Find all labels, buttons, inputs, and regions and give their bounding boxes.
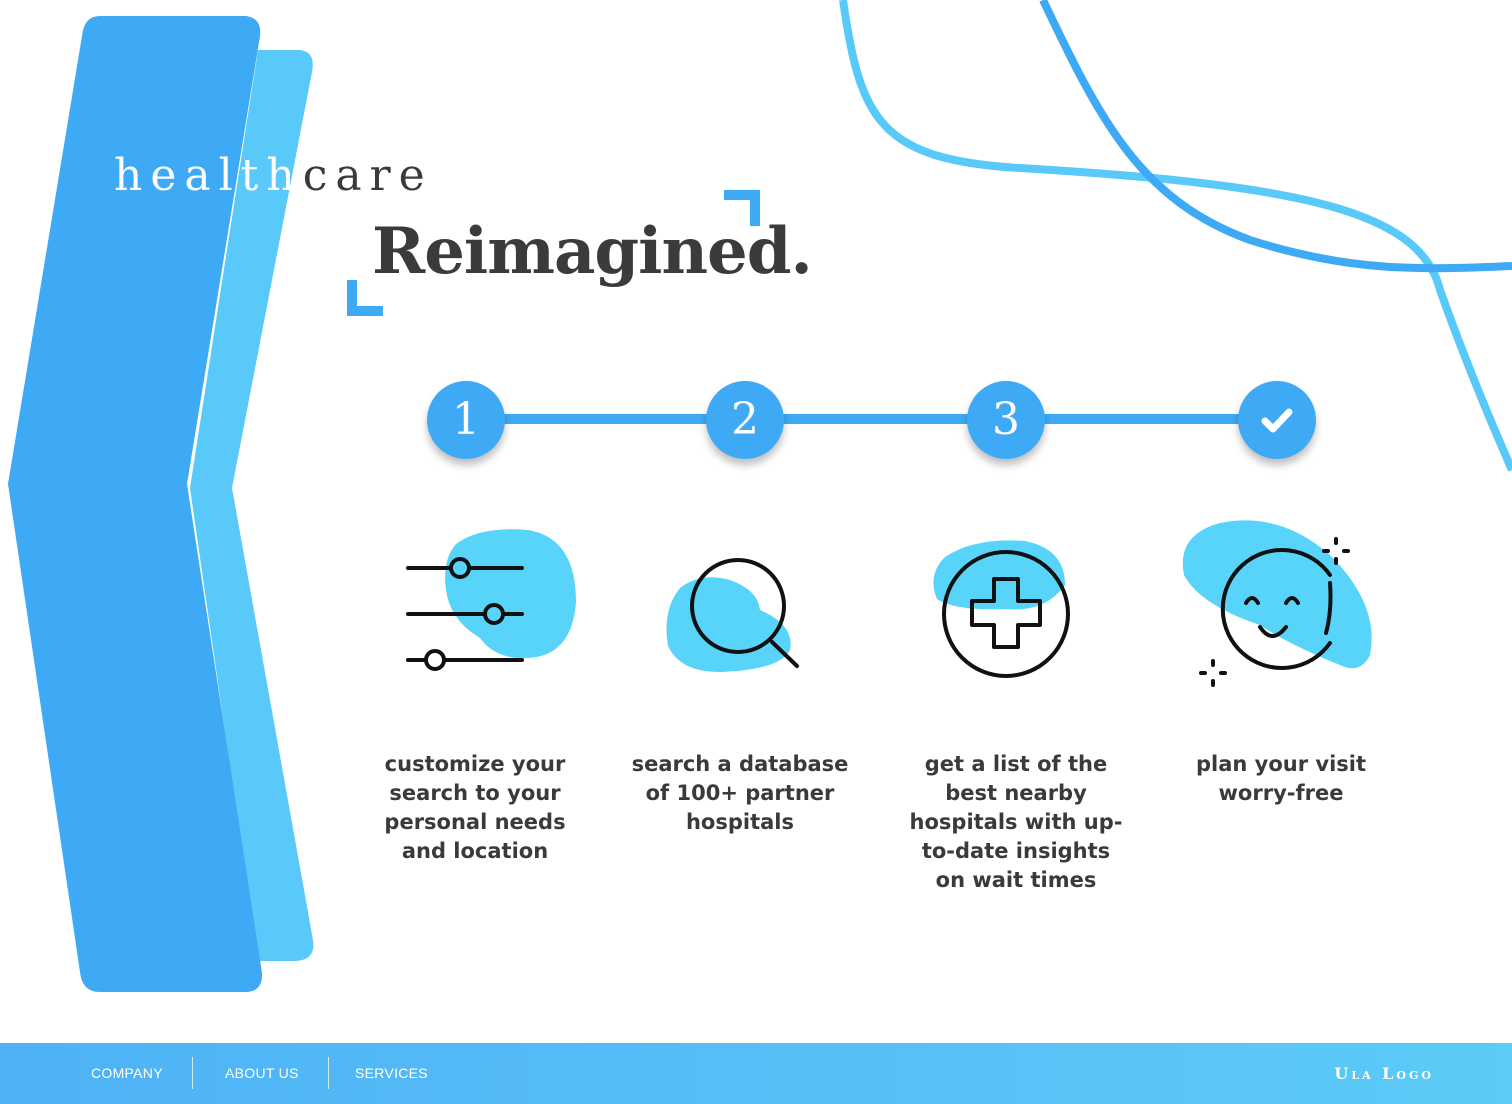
nav-company[interactable]: COMPANY	[91, 1065, 163, 1081]
nav-divider	[192, 1057, 193, 1089]
step-2-description: search a database of 100+ partner hospit…	[631, 752, 849, 834]
step-marker-2: 2	[706, 381, 784, 459]
bracket-top-right	[724, 190, 760, 226]
hero-headline: Reimagined.	[372, 214, 813, 289]
step-1-description: customize your search to your personal n…	[384, 752, 566, 863]
step-marker-1: 1	[427, 381, 505, 459]
hero-title-part2: care	[302, 150, 433, 201]
step-3-description: get a list of the best nearby hospitals …	[909, 752, 1123, 892]
footer-bar: COMPANY ABOUT US SERVICES Ula Logo	[0, 1043, 1512, 1104]
hero-title-part1: health	[114, 150, 303, 201]
nav-divider	[328, 1057, 329, 1089]
footer-logo[interactable]: Ula Logo	[1334, 1064, 1434, 1083]
nav-about-us[interactable]: ABOUT US	[225, 1065, 299, 1081]
bracket-bottom-left	[347, 280, 383, 316]
hero-title-healthcare: healthcare	[114, 148, 433, 204]
wave-line-dark	[1039, 0, 1512, 273]
wave-line-light	[839, 0, 1512, 472]
step-4-description: plan your visit worry-free	[1195, 752, 1367, 805]
step-progress-line	[466, 414, 1278, 424]
sliders-icon	[406, 529, 576, 671]
search-icon	[666, 558, 799, 672]
front-chevron-shape	[8, 16, 263, 993]
step-marker-3: 3	[967, 381, 1045, 459]
step-marker-4	[1238, 381, 1316, 459]
smiley-icon	[1182, 520, 1372, 687]
check-icon	[1261, 408, 1293, 433]
nav-services[interactable]: SERVICES	[355, 1065, 428, 1081]
medical-cross-icon	[933, 540, 1070, 678]
back-chevron-shape	[190, 50, 314, 961]
